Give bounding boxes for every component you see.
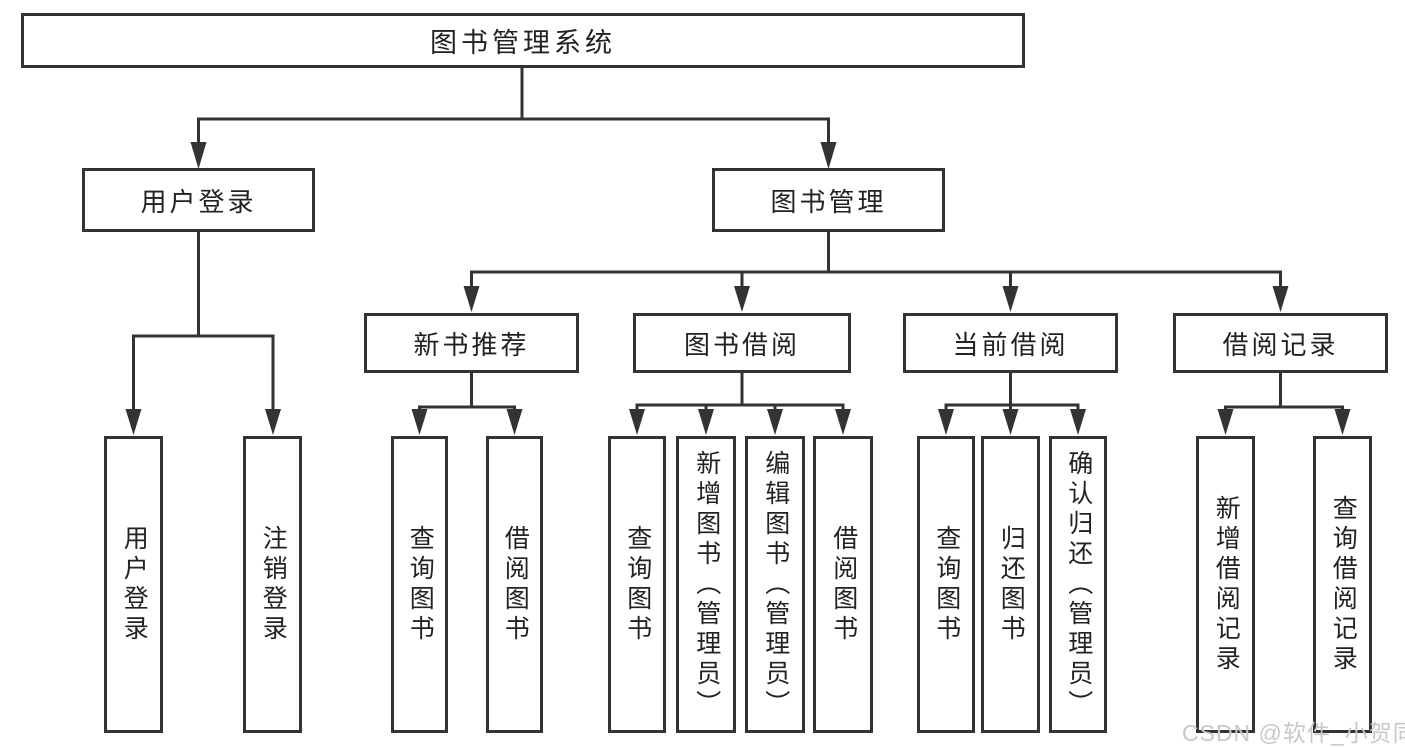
leaf-user-login-label: 用户登录 xyxy=(120,524,149,645)
leaf-logout: 注销登录 xyxy=(243,436,302,733)
leaf-confirm-return-admin: 确认归还（管理员） xyxy=(1049,436,1107,733)
leaf-borrow-books-recommend-label: 借阅图书 xyxy=(501,524,530,645)
leaf-borrow-books: 借阅图书 xyxy=(813,436,873,733)
node-book-management: 图书管理 xyxy=(712,168,945,232)
leaf-query-borrow-record: 查询借阅记录 xyxy=(1313,436,1372,733)
node-borrow-record: 借阅记录 xyxy=(1173,313,1388,373)
leaf-logout-label: 注销登录 xyxy=(259,524,288,645)
leaf-borrow-books-label: 借阅图书 xyxy=(829,524,858,645)
node-user-login: 用户登录 xyxy=(82,168,315,232)
node-new-book-recommend: 新书推荐 xyxy=(364,313,579,373)
leaf-add-books-admin: 新增图书（管理员） xyxy=(676,436,736,733)
node-root: 图书管理系统 xyxy=(21,13,1025,68)
leaf-query-books-current-label: 查询图书 xyxy=(932,524,961,645)
node-user-login-label: 用户登录 xyxy=(140,186,257,217)
node-book-borrow-label: 图书借阅 xyxy=(683,329,800,360)
leaf-add-borrow-record-label: 新增借阅记录 xyxy=(1212,494,1241,675)
node-book-management-label: 图书管理 xyxy=(770,186,887,217)
leaf-borrow-books-recommend: 借阅图书 xyxy=(486,436,543,733)
leaf-return-books-label: 归还图书 xyxy=(997,524,1026,645)
csdn-watermark: CSDN @软件_小贺同学 xyxy=(1182,720,1405,746)
leaf-query-books-recommend: 查询图书 xyxy=(391,436,448,733)
leaf-user-login: 用户登录 xyxy=(104,436,163,733)
leaf-query-books-borrow-label: 查询图书 xyxy=(623,524,652,645)
leaf-query-books-recommend-label: 查询图书 xyxy=(406,524,435,645)
node-borrow-record-label: 借阅记录 xyxy=(1222,329,1339,360)
leaf-return-books: 归还图书 xyxy=(981,436,1040,733)
leaf-add-books-admin-label: 新增图书（管理员） xyxy=(692,449,721,720)
node-new-book-recommend-label: 新书推荐 xyxy=(413,329,530,360)
leaf-add-borrow-record: 新增借阅记录 xyxy=(1196,436,1255,733)
node-book-borrow: 图书借阅 xyxy=(633,313,851,373)
leaf-query-books-current: 查询图书 xyxy=(917,436,975,733)
leaf-confirm-return-admin-label: 确认归还（管理员） xyxy=(1064,449,1093,720)
leaf-edit-books-admin: 编辑图书（管理员） xyxy=(745,436,805,733)
leaf-query-books-borrow: 查询图书 xyxy=(608,436,666,733)
node-current-borrow: 当前借阅 xyxy=(903,313,1118,373)
leaf-query-borrow-record-label: 查询借阅记录 xyxy=(1329,494,1358,675)
node-current-borrow-label: 当前借阅 xyxy=(952,329,1069,360)
node-root-label: 图书管理系统 xyxy=(430,28,616,58)
leaf-edit-books-admin-label: 编辑图书（管理员） xyxy=(761,449,790,720)
